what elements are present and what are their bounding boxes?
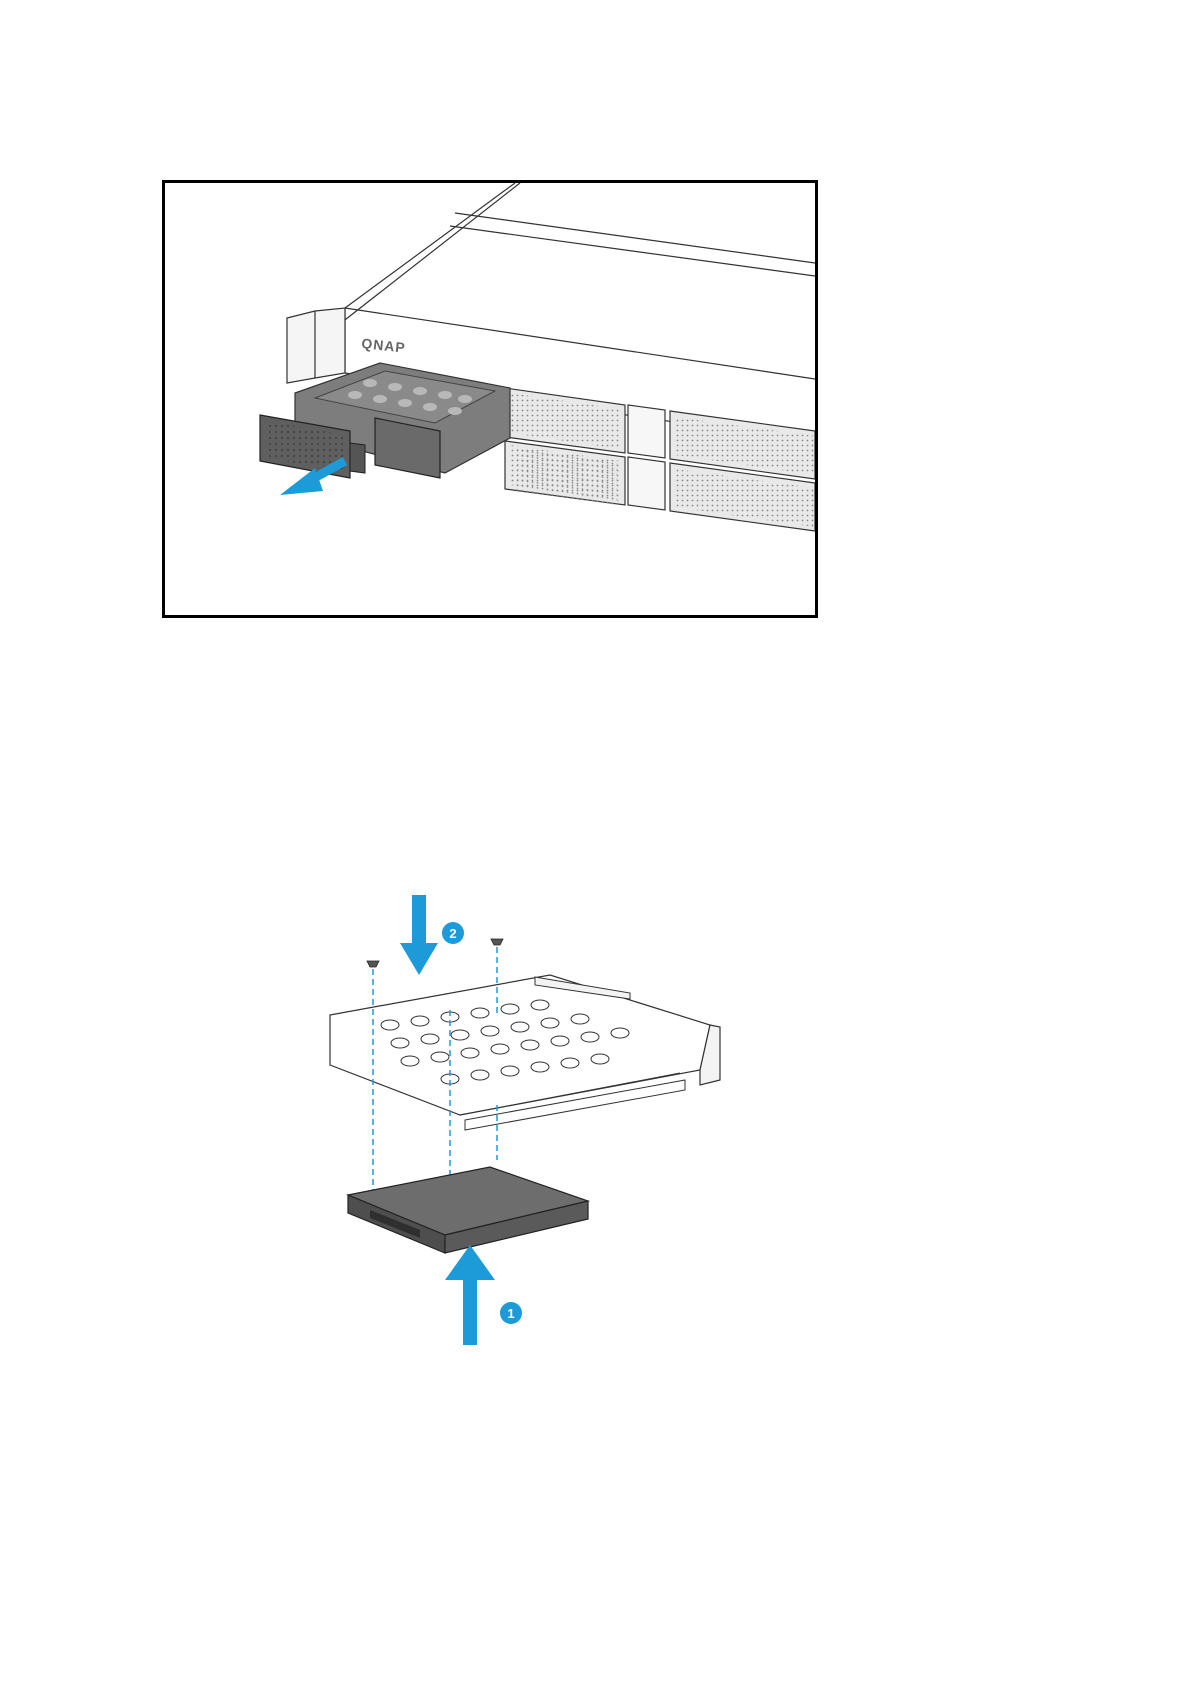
step-1-label: 1 [507, 1306, 514, 1321]
up-arrow-icon [445, 1245, 495, 1345]
drive-installation-illustration: 2 [300, 895, 740, 1345]
nas-tray-removal-illustration: QNAP [165, 183, 815, 615]
down-arrow-icon [400, 895, 438, 975]
figure-remove-drive-tray: QNAP [162, 180, 818, 618]
figure-install-drive-in-tray: 2 [300, 895, 740, 1345]
step-2-badge: 2 [442, 922, 464, 944]
ssd-drive [348, 1167, 588, 1253]
qnap-logo: QNAP [361, 335, 407, 356]
step-1-badge: 1 [500, 1302, 522, 1324]
step-2-label: 2 [449, 926, 456, 941]
